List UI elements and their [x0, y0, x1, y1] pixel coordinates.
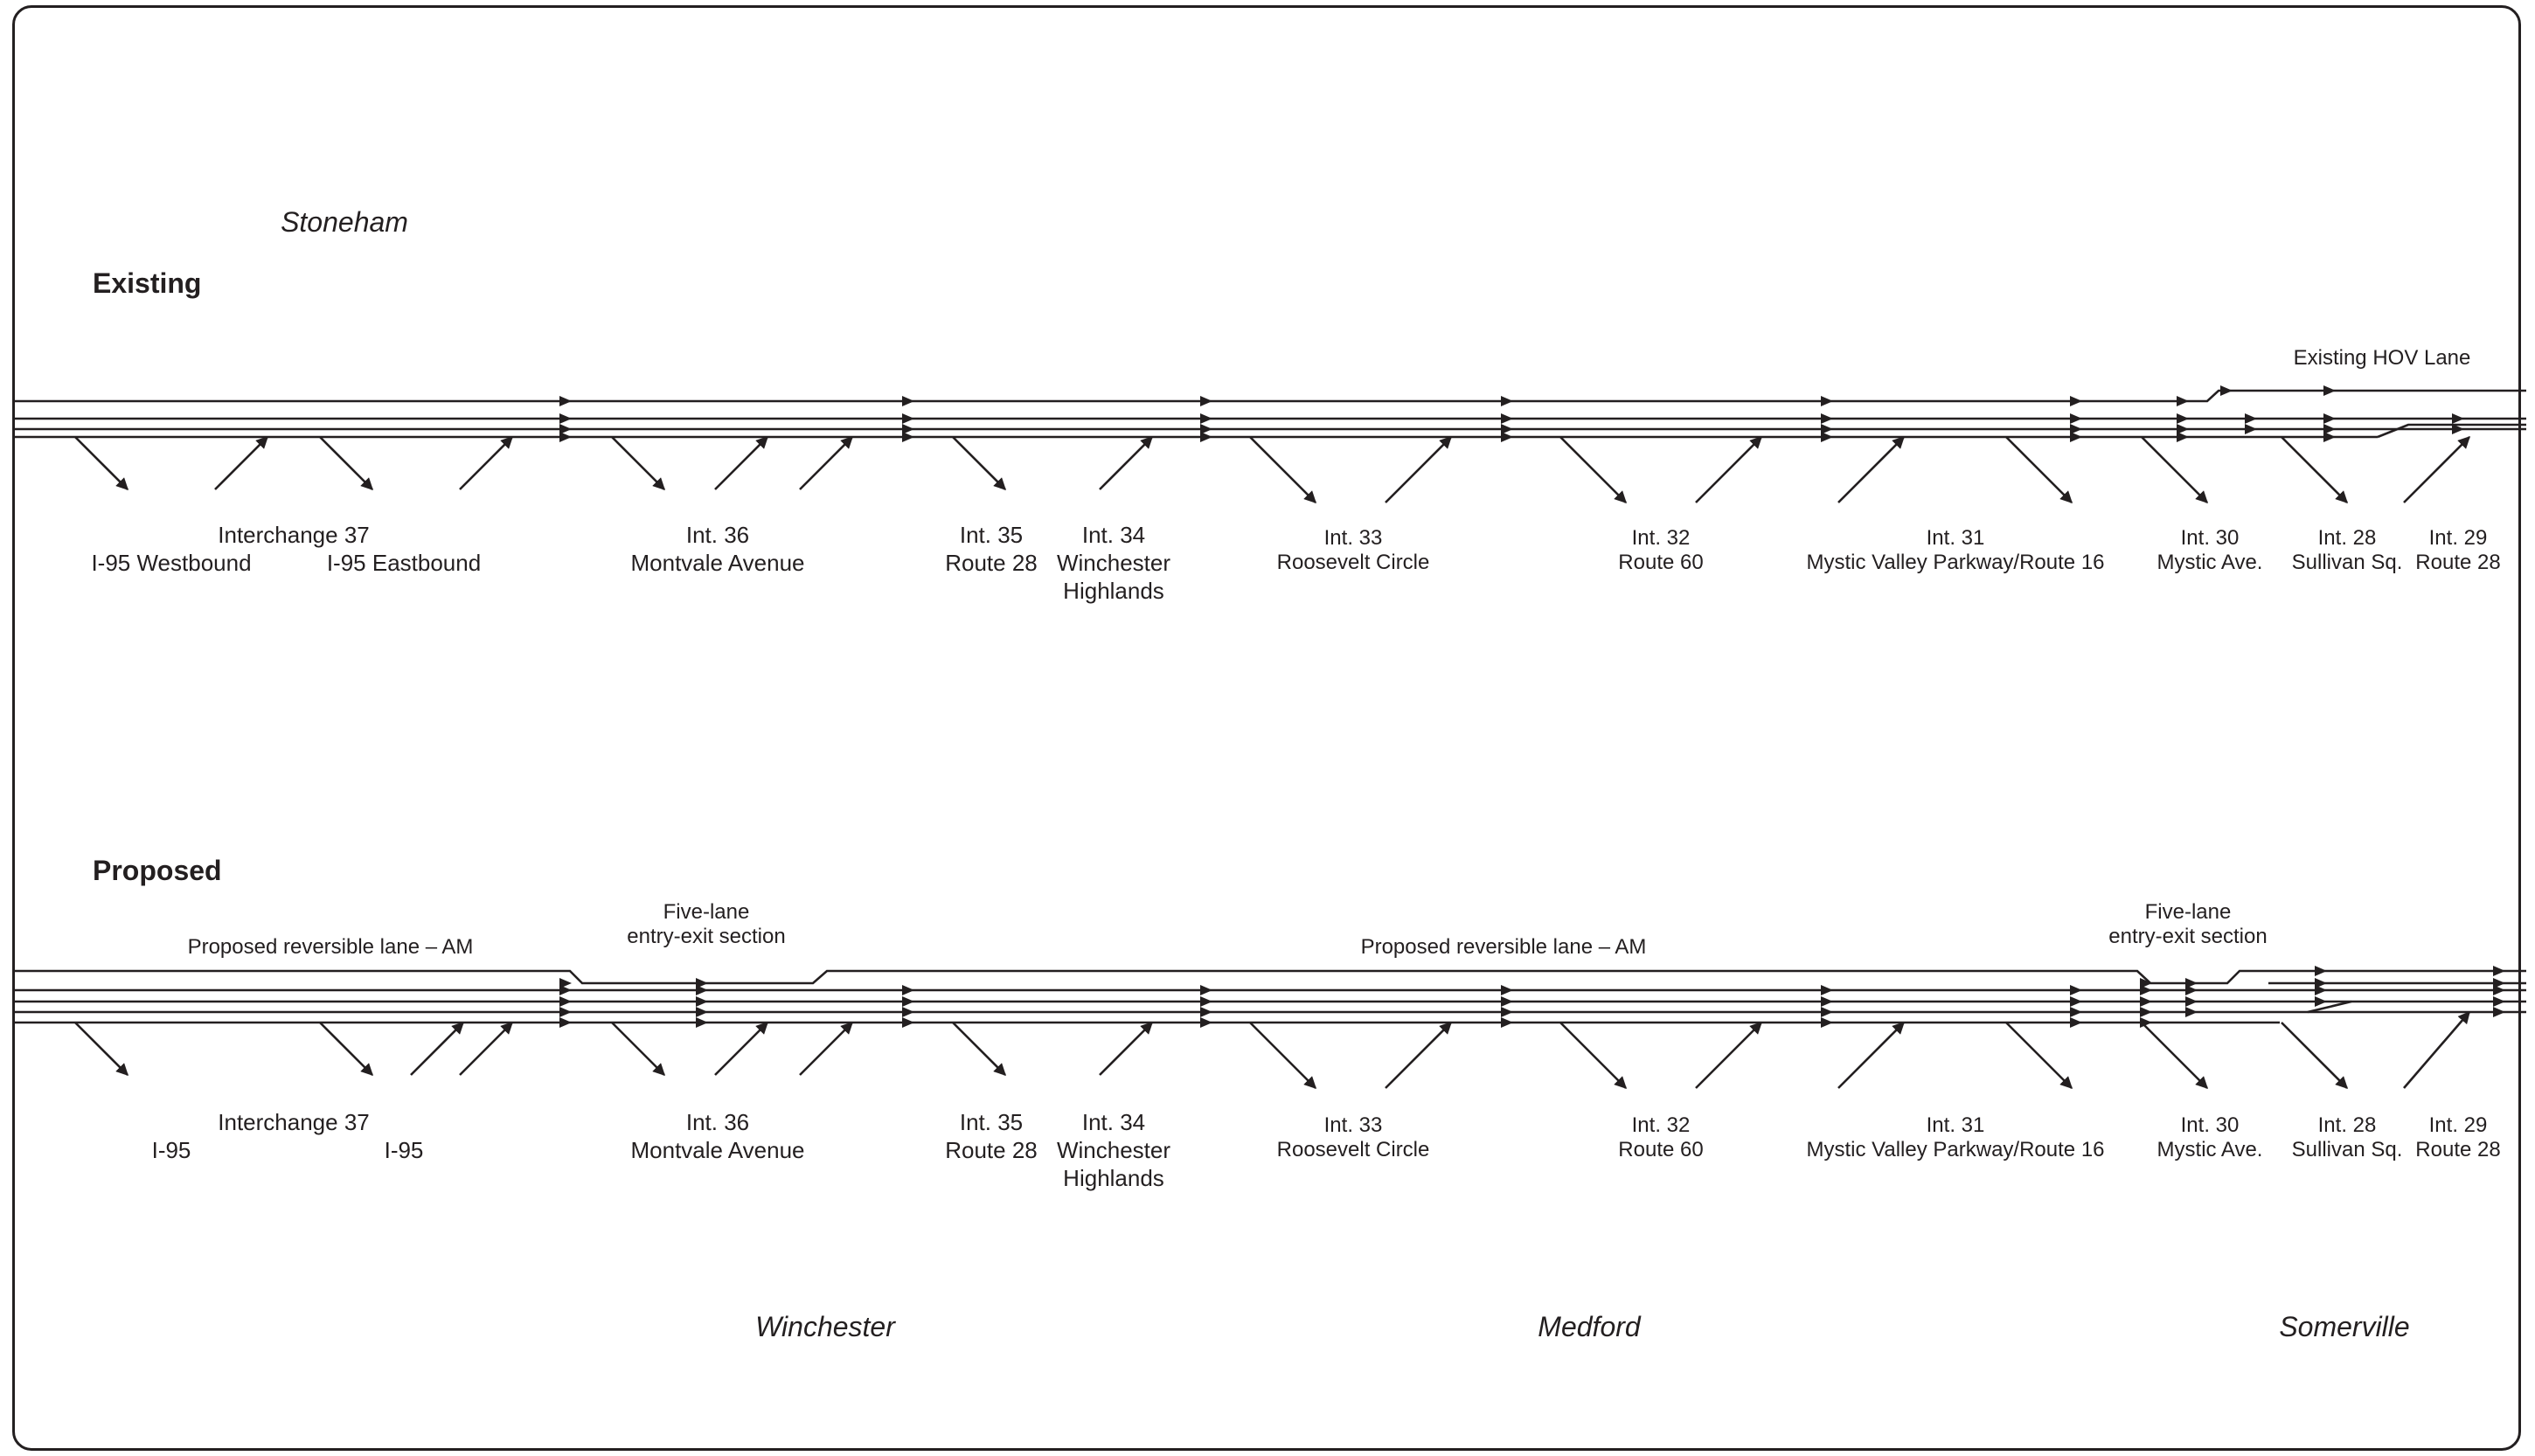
existing-lane-arrows: [559, 385, 2464, 442]
proposed-lane-arrows: [559, 966, 2505, 1028]
proposed-i95-left-label: I-95: [151, 1137, 191, 1163]
proposed-lanes: [14, 969, 2526, 1024]
existing-lanes: [14, 389, 2526, 439]
existing-i95-westbound-label: I-95 Westbound: [91, 550, 252, 576]
proposed-heading: Proposed: [93, 855, 222, 886]
proposed-int37-label: Interchange 37: [218, 1109, 370, 1135]
existing-i95-eastbound-label: I-95 Eastbound: [326, 550, 482, 576]
existing-ramps: [74, 436, 2470, 503]
place-somerville: Somerville: [2279, 1311, 2410, 1342]
proposed-i95-right-label: I-95: [384, 1137, 424, 1163]
proposed-reversible-lane: [14, 969, 2526, 985]
place-winchester: Winchester: [755, 1311, 895, 1342]
place-medford: Medford: [1538, 1311, 1641, 1342]
proposed-ramps: [74, 1010, 2470, 1089]
existing-int37-label: Interchange 37: [218, 522, 370, 548]
existing-hov-note: Existing HOV Lane: [2293, 346, 2471, 370]
existing-hov-lane: [2185, 389, 2526, 403]
existing-heading: Existing: [93, 267, 202, 299]
diagram-frame: [12, 5, 2521, 1451]
place-stoneham: Stoneham: [281, 206, 408, 238]
reversible-lane-note-mid: Proposed reversible lane – AM: [1360, 935, 1647, 959]
reversible-lane-note-left: Proposed reversible lane – AM: [187, 935, 474, 959]
